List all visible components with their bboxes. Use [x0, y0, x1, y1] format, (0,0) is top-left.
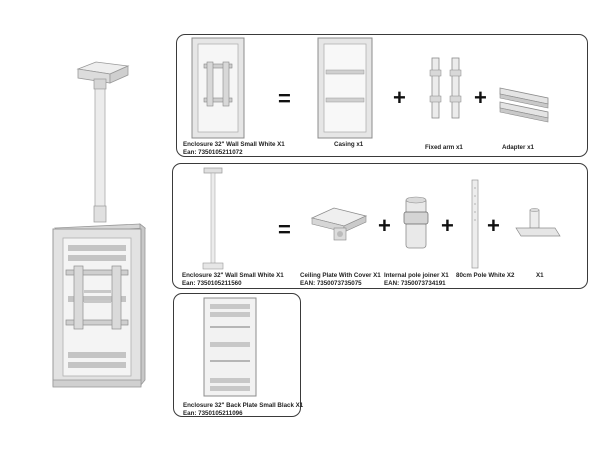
casing-label: Casing x1 — [334, 141, 364, 148]
equals-sign: = — [278, 86, 291, 111]
fixed-arm-label: Fixed arm x1 — [425, 144, 463, 151]
adapter-label: Adapter x1 — [502, 144, 534, 151]
enclosure-wall-name: Enclosure 32" Wall Small White X1 — [183, 141, 285, 148]
panel-ceiling-enclosure-contents — [172, 163, 588, 289]
enclosure-ceiling-name: Enclosure 32" Wall Small White X1 — [182, 272, 284, 279]
plus-sign: + — [441, 213, 454, 238]
enclosure-wall-ean: Ean: 7350105211072 — [183, 149, 243, 156]
back-plate-ean: Ean: 7350105211096 — [183, 410, 243, 417]
pole-joiner-ean: EAN: 7350073734191 — [384, 280, 446, 287]
plus-sign: + — [474, 85, 487, 110]
plus-sign: + — [393, 85, 406, 110]
pole-bracket-name: X1 — [536, 272, 544, 279]
enclosure-ceiling-ean: Ean: 7350105211560 — [182, 280, 242, 287]
pole-joiner-name: Internal pole joiner X1 — [384, 272, 449, 279]
equals-sign: = — [278, 217, 291, 242]
back-plate-name: Enclosure 32" Back Plate Small Black X1 — [183, 402, 304, 409]
plus-sign: + — [487, 213, 500, 238]
ceiling-plate-name: Ceiling Plate With Cover X1 — [300, 272, 381, 279]
plus-sign: + — [378, 213, 391, 238]
pole-80cm-name: 80cm Pole White X2 — [456, 272, 515, 279]
ceiling-plate-ean: EAN: 7350073735075 — [300, 280, 362, 287]
